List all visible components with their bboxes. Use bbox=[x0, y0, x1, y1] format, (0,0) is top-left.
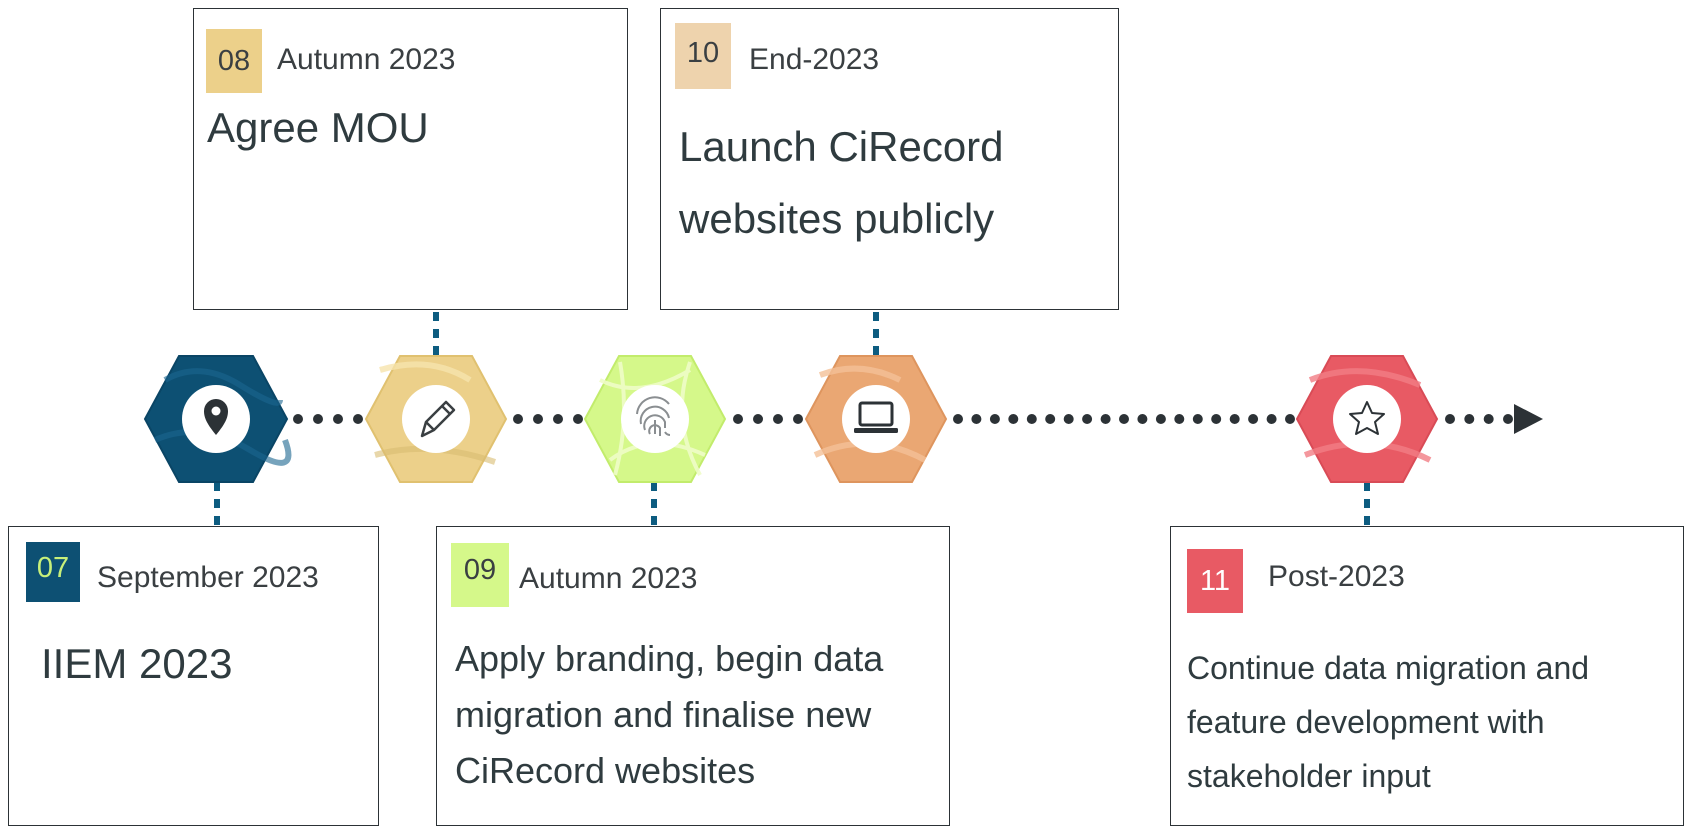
map-pin-icon bbox=[204, 399, 228, 435]
timeline-dot bbox=[793, 414, 803, 424]
timeline-dot bbox=[513, 414, 523, 424]
timeline-dot bbox=[773, 414, 783, 424]
timeline-dot bbox=[1137, 414, 1148, 424]
timeline-dot bbox=[1503, 414, 1513, 424]
milestone-card-08: 08 Autumn 2023 Agree MOU bbox=[193, 8, 628, 310]
milestone-date: September 2023 bbox=[97, 561, 319, 594]
timeline-dot bbox=[1155, 414, 1166, 424]
milestone-number-badge: 07 bbox=[26, 542, 80, 602]
timeline-dot bbox=[1174, 414, 1185, 424]
milestone-title: IIEM 2023 bbox=[41, 640, 233, 687]
timeline-dot bbox=[333, 414, 343, 424]
timeline-dot bbox=[989, 414, 1000, 424]
timeline-dot bbox=[533, 414, 543, 424]
timeline-dot bbox=[733, 414, 743, 424]
timeline-arrow-head bbox=[1514, 404, 1543, 434]
milestone-date: Post-2023 bbox=[1268, 560, 1405, 593]
milestone-card-09: 09 Autumn 2023 Apply branding, begin dat… bbox=[436, 526, 950, 826]
hexagon-09 bbox=[583, 355, 727, 483]
timeline-dot bbox=[1464, 414, 1475, 424]
milestone-date: End-2023 bbox=[749, 43, 880, 76]
milestone-title: Apply branding, begin data migration and… bbox=[455, 638, 884, 791]
timeline-dot bbox=[1192, 414, 1203, 424]
milestone-number-badge: 11 bbox=[1187, 549, 1243, 613]
timeline-dot bbox=[953, 414, 963, 424]
timeline-dot bbox=[1100, 414, 1111, 424]
timeline-dots bbox=[293, 414, 1513, 424]
hexagon-10 bbox=[804, 355, 948, 483]
milestone-number-badge: 09 bbox=[451, 543, 509, 607]
timeline-dot bbox=[1248, 414, 1259, 424]
timeline-dot bbox=[573, 414, 583, 424]
milestone-card-11: 11 Post-2023 Continue data migration and… bbox=[1170, 526, 1684, 826]
pencil-icon bbox=[420, 400, 456, 438]
timeline-dot bbox=[1082, 414, 1093, 424]
timeline-dot bbox=[1445, 414, 1455, 424]
milestone-card-10: 10 End-2023 Launch CiRecord websites pub… bbox=[660, 8, 1119, 310]
timeline-dot bbox=[971, 414, 982, 424]
hexagon-11 bbox=[1295, 355, 1439, 483]
fingerprint-icon bbox=[636, 396, 671, 436]
timeline-dot bbox=[1008, 414, 1019, 424]
timeline-dot bbox=[353, 414, 363, 424]
milestone-card-07: 07 September 2023 IIEM 2023 bbox=[8, 526, 379, 826]
timeline-dot bbox=[753, 414, 763, 424]
laptop-icon bbox=[854, 401, 898, 433]
milestone-number-badge: 08 bbox=[206, 29, 262, 93]
milestone-number-badge: 10 bbox=[675, 23, 731, 89]
hexagon-08 bbox=[364, 355, 508, 483]
timeline-dot bbox=[1119, 414, 1129, 424]
milestone-title: Agree MOU bbox=[207, 104, 429, 151]
timeline-dot bbox=[1063, 414, 1074, 424]
timeline-dot bbox=[1285, 414, 1295, 424]
milestone-title: Continue data migration and feature deve… bbox=[1187, 650, 1590, 794]
timeline-dot bbox=[553, 414, 563, 424]
timeline-dot bbox=[1045, 414, 1056, 424]
milestone-title: Launch CiRecord websites publicly bbox=[679, 123, 1004, 242]
timeline-dot bbox=[313, 414, 323, 424]
milestone-date: Autumn 2023 bbox=[519, 562, 698, 595]
star-icon bbox=[1349, 401, 1385, 435]
timeline-dot bbox=[1026, 414, 1037, 424]
hexagon-07 bbox=[143, 355, 292, 483]
timeline-dot bbox=[1266, 414, 1277, 424]
milestone-date: Autumn 2023 bbox=[277, 43, 456, 76]
timeline-dot bbox=[1211, 414, 1222, 424]
timeline-dot bbox=[1483, 414, 1494, 424]
timeline-dot bbox=[1229, 414, 1240, 424]
timeline-dot bbox=[293, 414, 303, 424]
